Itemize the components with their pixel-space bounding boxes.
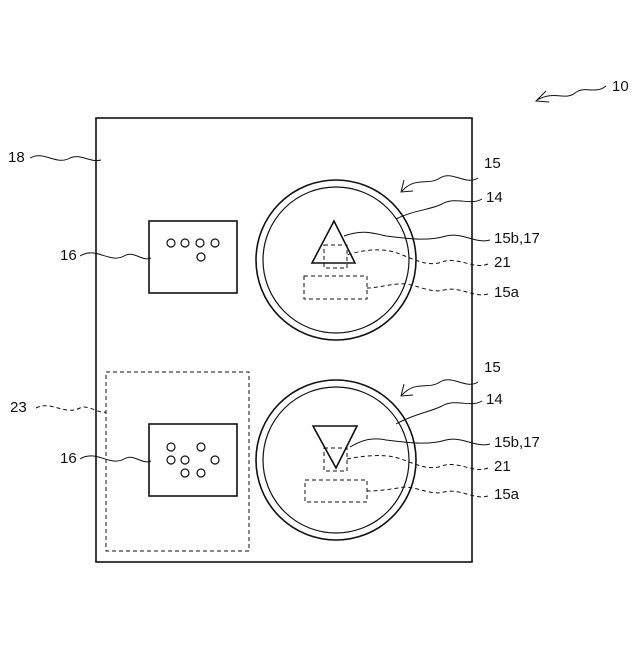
lower-dot xyxy=(197,443,205,451)
lower-symbol-label: 15b,17 xyxy=(494,434,540,451)
lower-lower-dashed-box xyxy=(305,480,367,502)
panel-reference-group: 18 xyxy=(8,149,101,166)
upper-dot xyxy=(196,239,204,247)
lower-display-box xyxy=(149,424,237,496)
upper-button-label: 15 xyxy=(484,155,501,172)
upper-lower-dashed-box xyxy=(304,276,367,299)
upper-display-dots xyxy=(167,239,219,261)
upper-inner-label: 21 xyxy=(494,254,511,271)
lower-inner-label: 21 xyxy=(494,458,511,475)
lower-dot xyxy=(197,469,205,477)
lower-display-leader xyxy=(80,456,151,462)
upper-display-box xyxy=(149,221,237,293)
upper-dot xyxy=(211,239,219,247)
lower-dot xyxy=(167,456,175,464)
lower-dot xyxy=(167,443,175,451)
upper-ring-label: 14 xyxy=(486,189,503,206)
upper-unit: 16 15 14 15b,17 21 15a xyxy=(60,155,540,340)
lower-display-dots xyxy=(167,443,219,477)
device-leader-line xyxy=(537,86,606,100)
lower-unit: 16 15 14 15b,17 21 15a xyxy=(60,359,540,540)
panel-label: 18 xyxy=(8,149,25,166)
lower-button-outer-circle xyxy=(256,380,416,540)
upper-lower-label: 15a xyxy=(494,284,520,301)
lower-button-label: 15 xyxy=(484,359,501,376)
upper-dot xyxy=(167,239,175,247)
lower-button-leader xyxy=(402,380,478,395)
upper-inner-dashed-box xyxy=(324,245,347,268)
upper-display-leader xyxy=(80,253,151,259)
upper-display-label: 16 xyxy=(60,247,77,264)
upper-button-outer-circle xyxy=(256,180,416,340)
upper-button-leader xyxy=(402,176,478,191)
device-label: 10 xyxy=(612,78,629,95)
lower-lower-label: 15a xyxy=(494,486,520,503)
upper-ring-leader xyxy=(396,199,482,219)
upper-button-inner-circle xyxy=(263,187,409,333)
lower-lower-leader xyxy=(367,487,488,497)
lower-dot xyxy=(181,469,189,477)
upper-symbol-label: 15b,17 xyxy=(494,230,540,247)
device-reference-group: 10 xyxy=(536,78,629,102)
lower-dot xyxy=(211,456,219,464)
upper-dot xyxy=(197,253,205,261)
upper-symbol-leader xyxy=(344,232,490,241)
lower-ring-leader xyxy=(396,401,482,424)
lower-dot xyxy=(181,456,189,464)
up-triangle-icon xyxy=(312,221,355,263)
lower-button-inner-circle xyxy=(263,387,409,533)
upper-lower-leader xyxy=(367,284,488,295)
lower-display-label: 16 xyxy=(60,450,77,467)
region-label: 23 xyxy=(10,399,27,416)
panel-leader-line xyxy=(30,156,101,161)
lower-symbol-leader xyxy=(350,439,490,447)
upper-dot xyxy=(181,239,189,247)
lower-inner-leader xyxy=(347,456,488,470)
upper-inner-leader xyxy=(347,250,488,266)
lower-ring-label: 14 xyxy=(486,391,503,408)
dashed-region xyxy=(106,372,249,551)
